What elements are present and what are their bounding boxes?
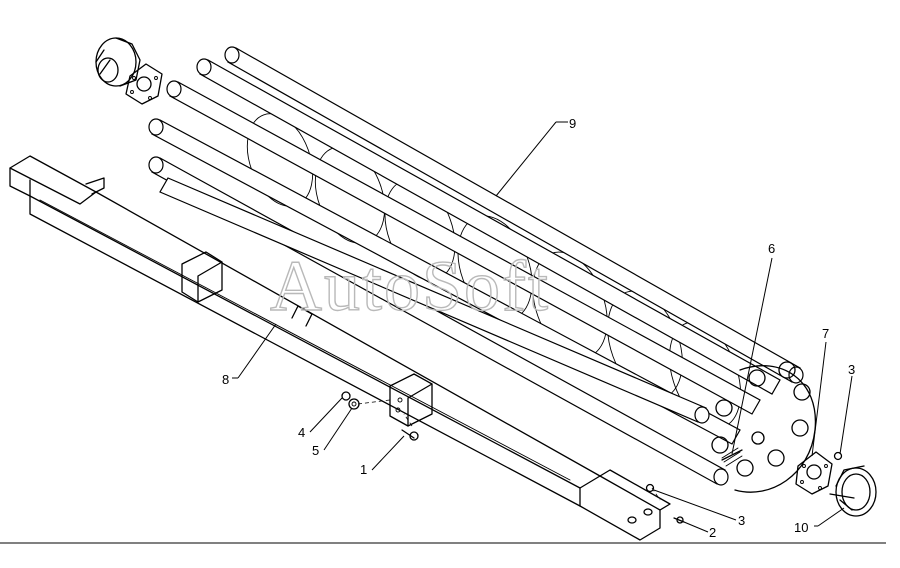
frame-beam [9, 155, 671, 541]
spring-pin-part-6 [721, 449, 743, 461]
callout-10: 10 [794, 520, 808, 535]
callout-1: 1 [360, 462, 367, 477]
bolt-part-1 [401, 429, 419, 441]
washer-part-5 [348, 398, 360, 410]
callout-4: 4 [298, 425, 305, 440]
nut-part-4 [341, 391, 351, 401]
callout-3-lower: 3 [738, 513, 745, 528]
leader-lines [232, 121, 853, 533]
right-bearing-flange [795, 451, 833, 495]
roller-cage [148, 46, 816, 493]
nut-part-3-upper [833, 451, 843, 461]
nut-part-3-lower [645, 483, 655, 493]
callout-8: 8 [222, 372, 229, 387]
callout-3-upper: 3 [848, 362, 855, 377]
watermark-text: AutoSoft [270, 246, 550, 326]
left-bearing-flange [125, 63, 163, 105]
left-end-cap [95, 37, 141, 87]
callout-9: 9 [569, 116, 576, 131]
callout-labels: 9 6 7 3 8 4 5 1 3 2 10 [222, 116, 855, 540]
callout-7: 7 [822, 326, 829, 341]
callout-5: 5 [312, 443, 319, 458]
right-end-cap [829, 465, 877, 517]
callout-2: 2 [709, 525, 716, 540]
washer-part-2 [673, 516, 685, 524]
callout-6: 6 [768, 241, 775, 256]
